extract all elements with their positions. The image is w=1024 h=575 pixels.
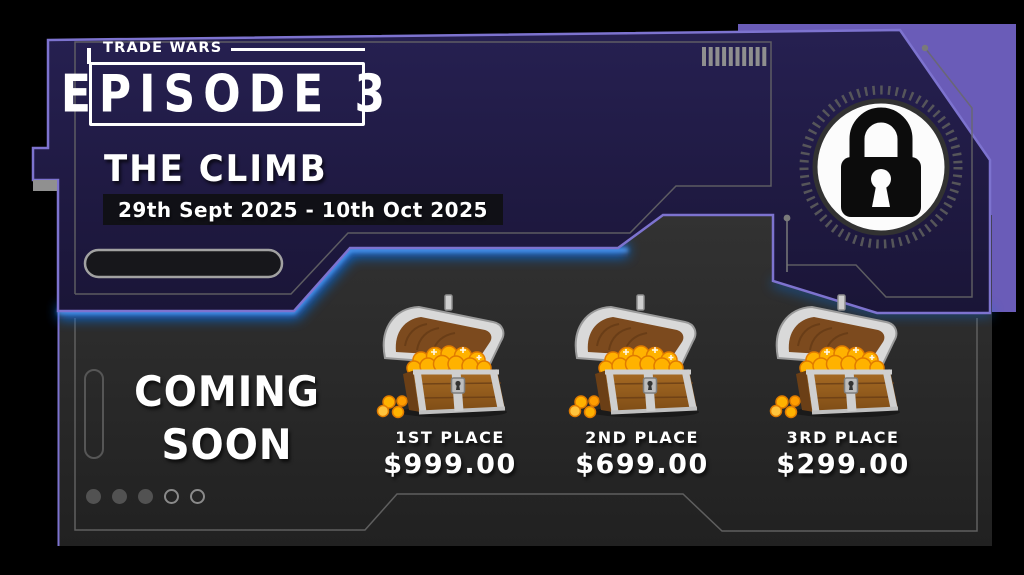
date-range: 29th Sept 2025 - 10th Oct 2025 <box>118 197 488 222</box>
status-text: COMING SOON <box>134 368 320 470</box>
treasure-chest-icon <box>768 294 918 419</box>
prize-amount: $999.00 <box>383 449 517 480</box>
episode-label: EPISODE 3 <box>60 63 394 125</box>
carousel-dots <box>86 489 205 504</box>
left-edge-tab <box>33 180 57 191</box>
prize-first-place: 1ST PLACE $999.00 <box>355 294 545 480</box>
prize-third-place: 3RD PLACE $299.00 <box>748 294 938 480</box>
place-label: 3RD PLACE <box>786 428 900 447</box>
date-bar: 29th Sept 2025 - 10th Oct 2025 <box>103 194 503 225</box>
treasure-chest-icon <box>375 294 525 419</box>
bottom-inner-border <box>74 318 978 532</box>
treasure-chest-icon <box>567 294 717 419</box>
tick-ring-decoration <box>799 85 963 249</box>
place-label: 2ND PLACE <box>585 428 699 447</box>
series-line-decoration <box>231 47 365 51</box>
top-inner-border-right <box>787 47 973 298</box>
episode-box: EPISODE 3 <box>61 62 385 126</box>
prize-amount: $299.00 <box>776 449 910 480</box>
place-label: 1ST PLACE <box>395 428 505 447</box>
carousel-dot[interactable] <box>164 489 179 504</box>
circuit-trace-decoration <box>783 44 929 272</box>
series-header: TRADE WARS <box>103 40 365 56</box>
vertical-pill-decoration <box>84 369 104 459</box>
carousel-dot[interactable] <box>138 489 153 504</box>
carousel-dot[interactable] <box>112 489 127 504</box>
lock-icon <box>799 85 963 249</box>
prize-second-place: 2ND PLACE $699.00 <box>547 294 737 480</box>
bracket-stub-decoration <box>87 48 91 64</box>
event-title: THE CLIMB <box>104 148 328 191</box>
lock-medallion <box>793 79 969 255</box>
top-panel <box>31 28 992 315</box>
series-label: TRADE WARS <box>103 40 223 56</box>
carousel-dot[interactable] <box>190 489 205 504</box>
horizontal-pill-decoration <box>83 248 284 279</box>
barcode-decoration <box>702 47 767 66</box>
carousel-dot[interactable] <box>86 489 101 504</box>
top-inner-border-left <box>74 41 772 295</box>
prize-amount: $699.00 <box>575 449 709 480</box>
